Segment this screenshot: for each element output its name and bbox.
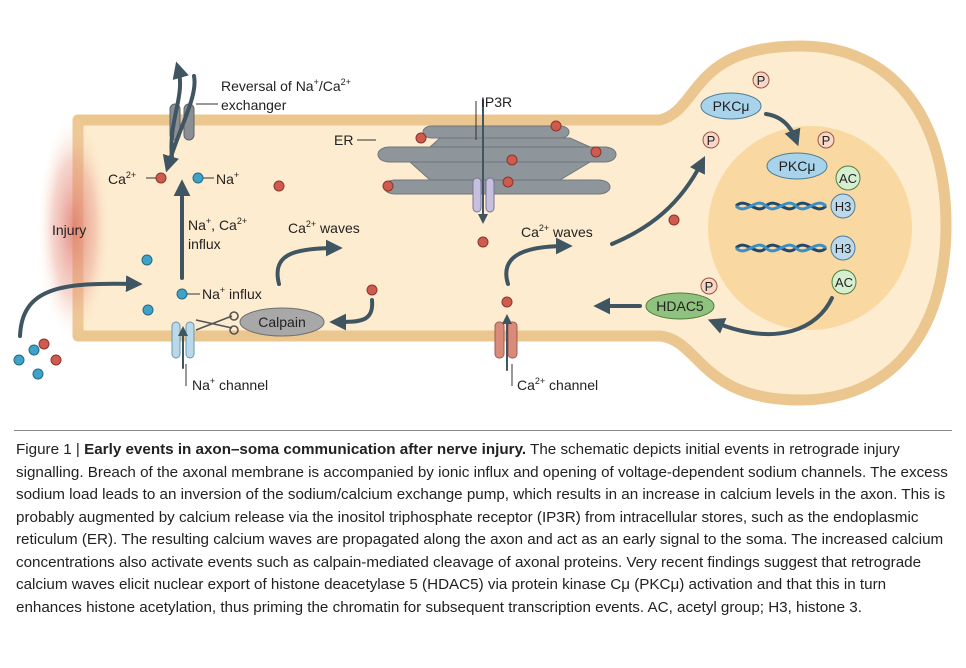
p-label: P <box>705 279 714 294</box>
sodium-ions <box>13 172 204 380</box>
dna-strand-icon <box>734 201 828 253</box>
h3-histone-icon <box>830 235 856 261</box>
acetyl-group-icon <box>835 165 861 191</box>
er-label: ER <box>334 132 353 148</box>
calcium-ions <box>38 120 680 366</box>
exchanger-label: Reversal of Na+/Ca2+ <box>221 77 351 94</box>
pkc-mu-nucleus <box>766 152 828 180</box>
calpain-enzyme <box>239 307 325 337</box>
na-ca-influx-label-line2: influx <box>188 236 221 252</box>
endoplasmic-reticulum <box>377 125 617 195</box>
na-ca-influx-label: Na+, Ca2+ <box>188 216 247 233</box>
phosphate-icon <box>817 131 835 149</box>
ca-waves-label-2: Ca2+ waves <box>521 223 593 240</box>
ca-channel-label: Ca2+ channel <box>517 376 598 393</box>
caption-title: Early events in axon–soma communication … <box>84 441 527 458</box>
calpain-label: Calpain <box>258 314 305 330</box>
p-label: P <box>822 133 831 148</box>
ip3r-channel <box>472 177 495 213</box>
na-channel-label: Na+ channel <box>192 376 268 393</box>
pkc-mu-cytoplasm <box>700 92 762 120</box>
h3-histone-icon <box>830 193 856 219</box>
h3-label: H3 <box>835 241 852 256</box>
ca-waves-label-1: Ca2+ waves <box>288 219 360 236</box>
scissors-icon <box>195 311 239 335</box>
pkc-mu-label-2: PKCμ <box>779 158 816 174</box>
caption-prefix: Figure 1 | <box>16 441 85 458</box>
ac-label: AC <box>839 171 857 186</box>
nucleus <box>708 126 912 330</box>
caption-body: The schematic depicts initial events in … <box>16 441 948 616</box>
na-ion-label: Na+ <box>216 170 239 187</box>
injury-label: Injury <box>52 222 86 238</box>
ip3r-label: IP3R <box>481 94 512 110</box>
leader-lines <box>146 101 513 386</box>
phosphate-icon <box>702 131 720 149</box>
ca-channel <box>494 321 518 359</box>
caption-divider <box>14 430 952 431</box>
signalling-arrows <box>18 61 834 371</box>
hdac5-protein <box>645 292 715 320</box>
acetyl-group-icon <box>831 269 857 295</box>
phosphate-icon <box>752 71 770 89</box>
pkc-mu-label-1: PKCμ <box>713 98 750 114</box>
phosphate-icon <box>700 277 718 295</box>
figure-caption: Figure 1 | Early events in axon–soma com… <box>16 439 952 619</box>
h3-label: H3 <box>835 199 852 214</box>
na-influx-label: Na+ influx <box>202 285 262 302</box>
p-label: P <box>707 133 716 148</box>
p-label: P <box>757 73 766 88</box>
hdac5-label: HDAC5 <box>656 298 704 314</box>
ca-ion-label: Ca2+ <box>108 170 136 187</box>
ac-label: AC <box>835 275 853 290</box>
exchanger-label-line2: exchanger <box>221 97 287 113</box>
injury-signalling-diagram: Injury Reversal of Na+/Ca2+ exchanger Ca… <box>13 40 952 406</box>
